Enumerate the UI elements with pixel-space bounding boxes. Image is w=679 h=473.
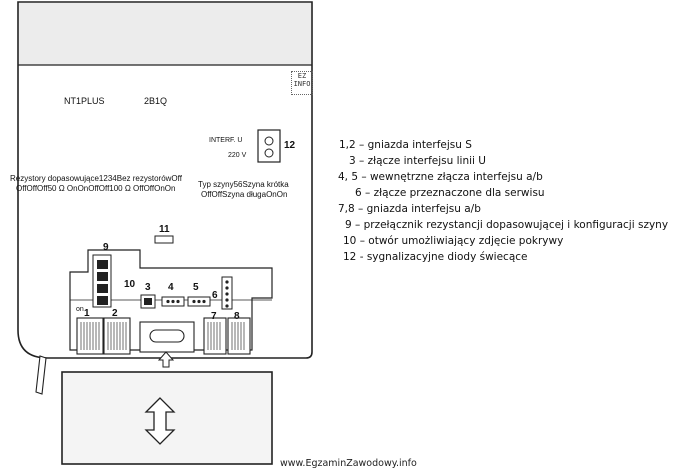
socket-8	[227, 317, 251, 355]
callout-11: 11	[159, 224, 170, 235]
device-model: NT1PLUS	[64, 96, 105, 106]
arrow-up-small-icon	[157, 351, 175, 368]
callout-5: 5	[193, 282, 199, 293]
on-label: on	[76, 306, 84, 313]
legend-item: 4, 5 – wewnętrzne złącza interfejsu a/b	[338, 171, 543, 183]
legend: 1,2 – gniazda interfejsu S 3 – złącze in…	[333, 137, 668, 265]
logo-stamp: EZ INFO	[291, 71, 313, 95]
cover-plate	[61, 371, 273, 465]
led-box	[257, 129, 281, 163]
voltage-label: 220 V	[228, 152, 247, 159]
led-1	[264, 136, 274, 146]
cable	[35, 355, 47, 395]
legend-item: 1,2 – gniazda interfejsu S	[339, 139, 472, 151]
legend-item: 12 - sygnalizacyjne diody świecące	[343, 251, 528, 263]
device-code: 2B1Q	[144, 96, 168, 106]
callout-12: 12	[284, 140, 296, 151]
callout-8: 8	[234, 311, 240, 322]
legend-item: 9 – przełącznik rezystancji dopasowujące…	[345, 219, 669, 231]
bus-title: Typ szyny56Szyna krótka	[198, 180, 289, 189]
double-arrow-icon	[144, 397, 176, 445]
callout-6: 6	[212, 290, 218, 301]
callout-2: 2	[112, 308, 118, 319]
legend-item: 6 – złącze przeznaczone dla serwisu	[355, 187, 545, 199]
interf-label: INTERF. U	[209, 137, 243, 144]
footer-watermark: www.EgzaminZawodowy.info	[280, 458, 417, 469]
legend-item: 3 – złącze interfejsu linii U	[349, 155, 486, 167]
callout-9: 9	[103, 242, 109, 253]
legend-item: 7,8 – gniazda interfejsu a/b	[338, 203, 481, 215]
callout-10: 10	[124, 279, 136, 290]
resistor-row: OffOffOff50 Ω OnOnOffOff100 Ω OffOffOnOn	[16, 184, 176, 193]
resistor-title: Rezystory dopasowujące1234Bez rezystorów…	[10, 174, 182, 183]
legend-item: 10 – otwór umożliwiający zdjęcie pokrywy	[343, 235, 564, 247]
callout-7: 7	[211, 311, 217, 322]
callout-1: 1	[84, 308, 90, 319]
led-2	[264, 148, 274, 158]
bus-row: OffOffSzyna długaOnOn	[201, 190, 288, 199]
callout-4: 4	[168, 282, 174, 293]
socket-2	[103, 317, 131, 355]
housing-top-cap	[19, 3, 311, 65]
socket-7	[203, 317, 227, 355]
callout-3: 3	[145, 282, 151, 293]
socket-1	[76, 317, 104, 355]
cover-slot-11	[154, 235, 174, 244]
